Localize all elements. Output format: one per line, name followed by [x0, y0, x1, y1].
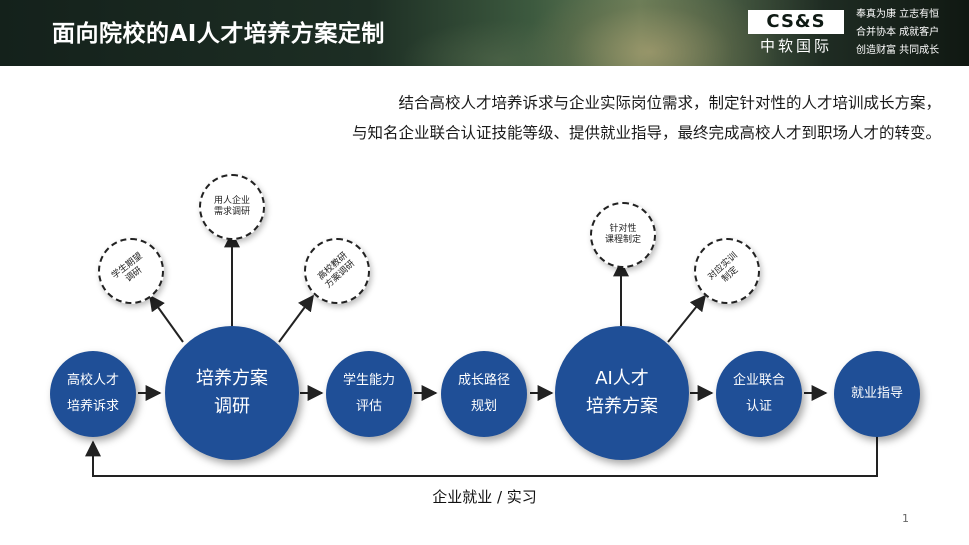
loop-label: 企业就业 / 实习 [432, 488, 537, 506]
intro-line-2: 与知名企业联合认证技能等级、提供就业指导，最终完成高校人才到职场人才的转变。 [351, 124, 941, 142]
bubble-label: 用人企业 [213, 196, 250, 206]
header-banner: 面向院校的AI人才培养方案定制 CS&S 中软国际 奉真为康 立志有恒 合并协本… [0, 0, 969, 66]
arrow-to-bubble-3 [278, 294, 314, 343]
arrow-loop-back [85, 432, 878, 477]
node-label: 培养方案 [586, 396, 658, 417]
page-title: 面向院校的AI人才培养方案定制 [52, 21, 385, 47]
node-label: 成长路径 [457, 373, 510, 388]
node-label: 学生能力 [342, 373, 395, 388]
page-number: 1 [902, 512, 909, 525]
flow-node-growth-path: 成长路径规划 [441, 351, 527, 437]
slogan-line: 创造财富 共同成长 [856, 45, 940, 56]
logo-mark: CS&S [748, 10, 844, 34]
flow-node-training-needs: 高校人才培养诉求 [50, 351, 136, 437]
bubble-label: 课程制定 [604, 235, 641, 245]
bubble-teaching-research: 高校教研方案调研 [304, 238, 370, 304]
node-label: 评估 [355, 399, 382, 414]
node-label: 高校人才 [66, 373, 119, 388]
arrow-to-bubble-1 [149, 294, 184, 343]
bubble-student-expectation: 学生期望调研 [98, 238, 164, 304]
node-label: 培养诉求 [66, 399, 119, 414]
bubble-targeted-course: 针对性课程制定 [590, 202, 656, 268]
bubble-label: 针对性 [609, 224, 637, 234]
flow-node-ai-talent-plan: AI人才培养方案 [555, 326, 689, 460]
company-slogan: 奉真为康 立志有恒 合并协本 成就客户 创造财富 共同成长 [856, 6, 939, 60]
node-label: 认证 [745, 399, 772, 414]
intro-text: 结合高校人才培养诉求与企业实际岗位需求，制定针对性的人才培训成长方案， 与知名企… [352, 88, 941, 148]
intro-line-1: 结合高校人才培养诉求与企业实际岗位需求，制定针对性的人才培训成长方案， [398, 94, 941, 112]
logo-company-name: 中软国际 [759, 37, 832, 55]
flow-node-plan-research: 培养方案调研 [165, 326, 299, 460]
flow-node-joint-certification: 企业联合认证 [716, 351, 802, 437]
bubble-employer-demand: 用人企业需求调研 [199, 174, 265, 240]
flow-node-ability-assessment: 学生能力评估 [326, 351, 412, 437]
node-label: 规划 [470, 399, 497, 414]
banner-landscape-shadow [400, 20, 600, 66]
node-label: 培养方案 [196, 368, 268, 389]
node-label: 调研 [214, 396, 250, 417]
slogan-line: 奉真为康 立志有恒 [856, 9, 940, 20]
node-label: 就业指导 [850, 386, 903, 401]
bubble-practical-training: 对应实训制定 [694, 238, 760, 304]
company-logo: CS&S 中软国际 [748, 10, 844, 56]
bubble-label: 需求调研 [213, 207, 250, 217]
arrow-to-bubble-5 [667, 294, 707, 343]
flow-node-employment-guidance: 就业指导 [834, 351, 920, 437]
node-label: 企业联合 [732, 373, 785, 388]
node-label: AI人才 [595, 368, 649, 389]
slogan-line: 合并协本 成就客户 [856, 27, 940, 38]
